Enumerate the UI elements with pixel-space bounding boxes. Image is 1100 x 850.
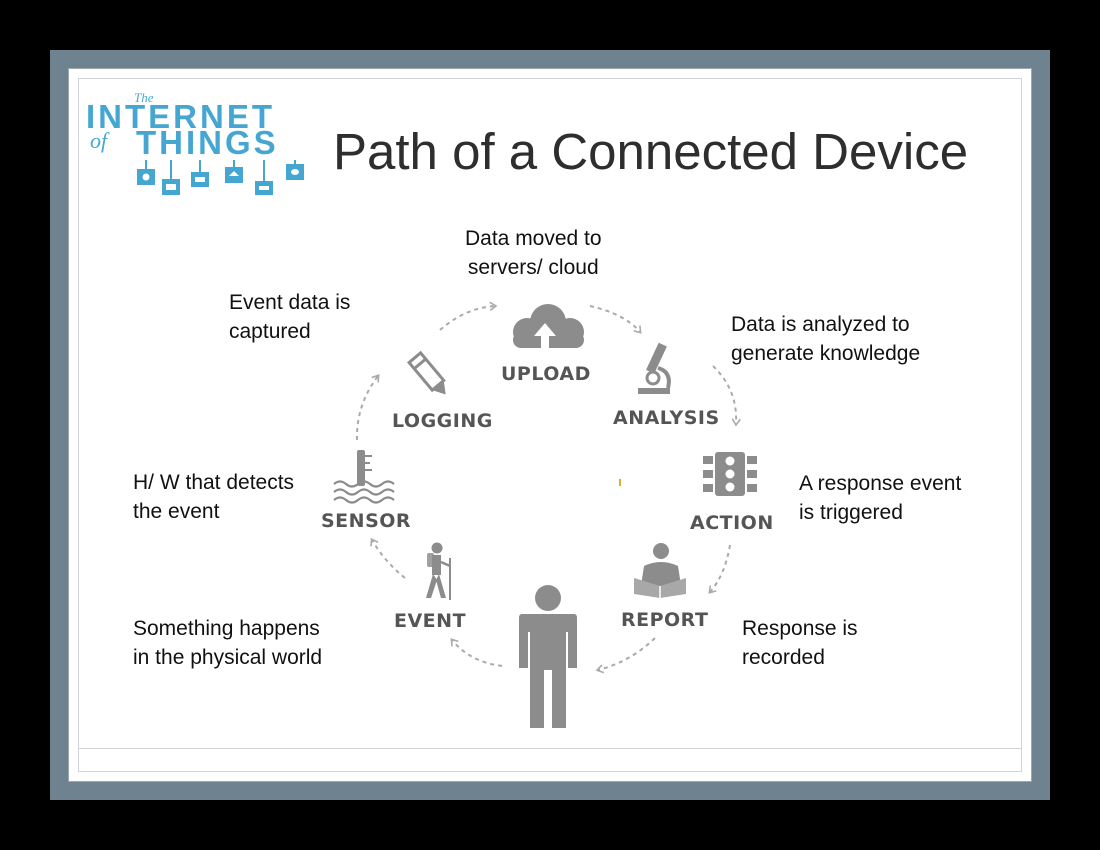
- desc-analysis: Data is analyzed to generate knowledge: [731, 313, 921, 365]
- arrow-event-sensor: [370, 537, 406, 579]
- thermometer-icon: [333, 450, 395, 504]
- node-event-label: EVENT: [394, 610, 467, 632]
- node-report-label: REPORT: [621, 609, 709, 631]
- logo-internet: INTERNET: [86, 98, 275, 135]
- node-action-label: ACTION: [690, 512, 774, 534]
- arrow-report-person: [595, 637, 656, 674]
- footer-divider: [78, 748, 1022, 749]
- desc-sensor: H/ W that detects the event: [133, 471, 295, 523]
- arrow-action-report: [708, 544, 731, 594]
- node-analysis-label: ANALYSIS: [613, 407, 720, 429]
- desc-event: Something happens in the physical world: [133, 617, 323, 669]
- arrow-logging-upload: [439, 301, 498, 331]
- arrow-sensor-logging: [355, 374, 380, 441]
- desc-logging: Event data is captured: [229, 291, 351, 343]
- logo-of: of: [90, 128, 108, 153]
- desc-report: Response is recorded: [742, 617, 858, 669]
- slide-inner-border: [78, 78, 1022, 772]
- internet-of-things-logo: The INTERNET of THINGS: [84, 90, 310, 198]
- cycle-arrows: [355, 301, 741, 674]
- traffic-light-icon: [703, 452, 757, 496]
- logo-things: THINGS: [136, 124, 279, 161]
- arrow-analysis-action: [712, 365, 741, 427]
- arrow-person-event: [450, 638, 503, 667]
- person-icon: [519, 585, 577, 728]
- yellow-mark: [619, 479, 621, 486]
- pencil-icon: [406, 350, 446, 395]
- node-sensor-label: SENSOR: [321, 510, 412, 532]
- node-logging-label: LOGGING: [392, 410, 493, 432]
- desc-upload: Data moved to servers/ cloud: [465, 227, 602, 279]
- logo-the: The: [134, 90, 154, 105]
- node-upload-label: UPLOAD: [501, 363, 591, 385]
- cloud-upload-icon: [513, 304, 584, 348]
- microscope-icon: [638, 342, 671, 394]
- hiker-icon: [426, 542, 451, 600]
- desc-action: A response event is triggered: [799, 472, 962, 524]
- page-title: Path of a Connected Device: [333, 123, 969, 180]
- person-reading-icon: [634, 543, 686, 598]
- arrow-upload-analysis: [589, 305, 642, 334]
- logo-hanging-icons: [137, 160, 304, 195]
